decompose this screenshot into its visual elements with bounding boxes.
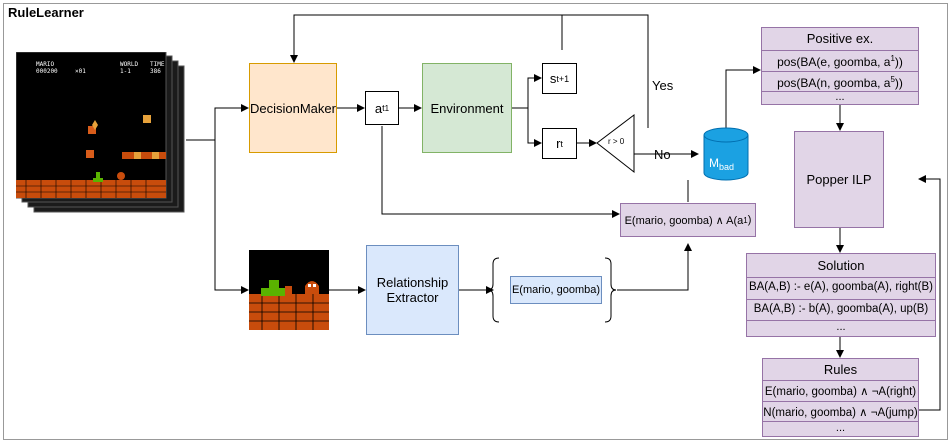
condition-triangle bbox=[596, 113, 635, 174]
split-to-crop-edge bbox=[214, 140, 249, 294]
rules-title: Rules bbox=[823, 362, 858, 377]
hud-world-label: WORLD bbox=[120, 61, 139, 68]
solution-separator-1 bbox=[747, 277, 935, 278]
hud-player-name: MARIO bbox=[36, 61, 55, 68]
action-to-combined-edge bbox=[381, 126, 620, 218]
relation-to-combined-edge bbox=[617, 243, 692, 291]
rules-to-popper-edge bbox=[918, 175, 941, 411]
state-symbol: s bbox=[549, 71, 557, 86]
feedback-edge bbox=[290, 14, 563, 63]
positive-row-2-tail: )) bbox=[894, 76, 903, 90]
environment-to-reward-edge bbox=[527, 108, 542, 147]
no-label: No bbox=[654, 147, 671, 162]
solution-row-1: BA(A,B) :- e(A), goomba(A), right(B) bbox=[748, 281, 934, 293]
combined-superscript: 1 bbox=[743, 215, 748, 225]
relation-crop-image bbox=[249, 250, 329, 330]
positive-row-2-text: pos(BA(n, goomba, a bbox=[777, 76, 891, 90]
action-symbol: a bbox=[374, 100, 383, 116]
memory-subscript: bad bbox=[719, 162, 735, 172]
positive-row-2-sup: 5 bbox=[890, 75, 895, 84]
positive-row-1-text: pos(BA(e, goomba, a bbox=[777, 55, 891, 69]
positive-separator-2 bbox=[762, 71, 918, 72]
diagram-title: RuleLearner bbox=[8, 5, 84, 20]
memory-symbol: M bbox=[709, 156, 719, 170]
rules-box: Rules E(mario, goomba) ∧ ¬A(right) N(mar… bbox=[762, 358, 919, 437]
positive-examples-box: Positive ex. pos(BA(e, goomba, a1)) pos(… bbox=[761, 27, 919, 105]
solution-separator-3 bbox=[747, 320, 935, 321]
combined-text: E(mario, goomba) ∧ A(a bbox=[624, 214, 744, 227]
memory-cylinder bbox=[703, 127, 749, 181]
decisionmaker-box: DecisionMaker bbox=[249, 63, 337, 153]
extracted-relation-box: E(mario, goomba) bbox=[510, 276, 602, 304]
popper-ilp-box: Popper ILP bbox=[794, 131, 884, 228]
action-superscript: 1 bbox=[384, 103, 390, 113]
environment-box: Environment bbox=[422, 63, 512, 153]
extractor-line-1: Relationship bbox=[376, 275, 449, 290]
hud-coins: ×01 bbox=[75, 68, 86, 75]
reward-symbol: r bbox=[556, 136, 561, 151]
positive-separator-3 bbox=[762, 91, 918, 92]
game-frames-stack bbox=[16, 52, 185, 213]
memory-to-positive-edge bbox=[725, 66, 761, 128]
positive-separator-1 bbox=[762, 50, 918, 51]
hud-time: TIME 386 bbox=[150, 61, 164, 75]
split-to-decisionmaker-edge bbox=[214, 104, 249, 140]
condition-label: r > 0 bbox=[608, 137, 625, 146]
hud-time-value: 386 bbox=[150, 68, 161, 75]
rules-separator-3 bbox=[763, 421, 918, 422]
hud-world-value: 1-1 bbox=[120, 68, 131, 75]
hud-player: MARIO 000200 bbox=[36, 61, 58, 75]
solution-row-2: BA(A,B) :- b(A), goomba(A), up(B) bbox=[753, 303, 929, 315]
yes-edge bbox=[562, 14, 649, 128]
positive-title: Positive ex. bbox=[806, 31, 874, 46]
positive-row-1-sup: 1 bbox=[890, 54, 895, 63]
relation-bracket-left bbox=[487, 257, 500, 323]
rules-row-3: ... bbox=[835, 422, 846, 434]
relation-bracket-right bbox=[604, 257, 617, 323]
outer-frame bbox=[3, 3, 948, 440]
solution-row-3: ... bbox=[836, 321, 846, 333]
rules-separator-2 bbox=[763, 401, 918, 402]
action-subscript: t bbox=[382, 103, 385, 113]
rules-row-1: E(mario, goomba) ∧ ¬A(right) bbox=[764, 386, 917, 398]
combined-tail: ) bbox=[747, 214, 752, 226]
reward-subscript: t bbox=[560, 138, 563, 149]
solution-title: Solution bbox=[817, 258, 865, 273]
solution-box: Solution BA(A,B) :- e(A), goomba(A), rig… bbox=[746, 253, 936, 337]
state-subscript: t+1 bbox=[556, 73, 570, 84]
environment-to-state-edge bbox=[512, 74, 542, 109]
extractor-line-2: Extractor bbox=[386, 290, 439, 305]
solution-separator-2 bbox=[747, 299, 935, 300]
hud-time-label: TIME bbox=[150, 61, 165, 68]
memory-label: Mbad bbox=[709, 156, 734, 172]
relationship-extractor-box: Relationship Extractor bbox=[366, 245, 459, 335]
positive-row-3: ... bbox=[835, 91, 845, 103]
hud-score: 000200 bbox=[36, 68, 58, 75]
positive-row-2: pos(BA(n, goomba, a5)) bbox=[762, 75, 918, 90]
positive-row-1: pos(BA(e, goomba, a1)) bbox=[762, 54, 918, 69]
yes-label: Yes bbox=[652, 78, 674, 93]
hud-world: WORLD 1-1 bbox=[120, 61, 138, 75]
rules-separator-1 bbox=[763, 380, 918, 381]
rules-row-2: N(mario, goomba) ∧ ¬A(jump) bbox=[763, 407, 918, 419]
positive-row-1-tail: )) bbox=[894, 55, 903, 69]
